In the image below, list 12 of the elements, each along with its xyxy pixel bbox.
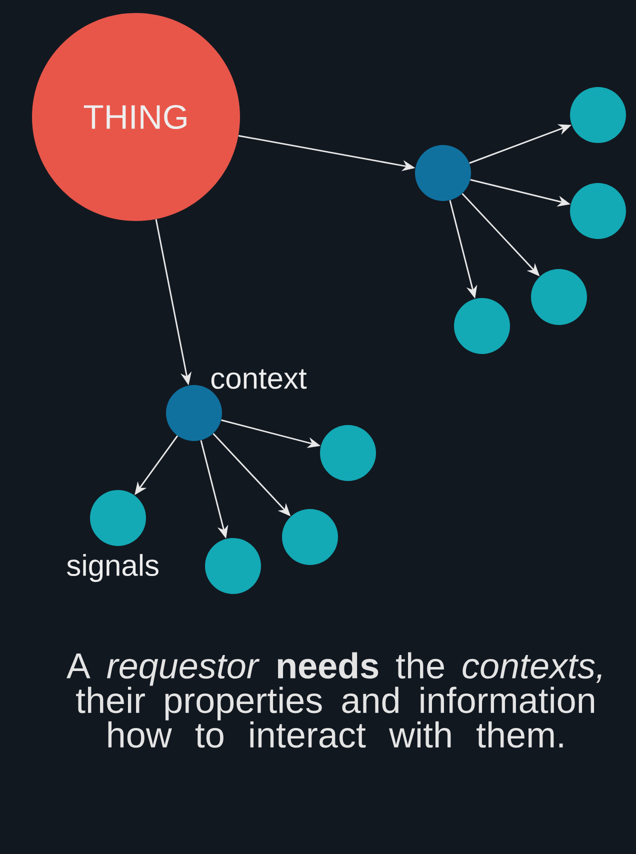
caption: A requestor needs the contexts, their properties and information how to interact with them. [66, 652, 602, 748]
circle-node [90, 490, 146, 546]
node-label: context [211, 369, 307, 389]
circle-node [454, 298, 510, 354]
circle-node [531, 269, 587, 325]
circle-node [415, 145, 471, 201]
node-label: signals [67, 554, 158, 582]
circle-node [570, 87, 626, 143]
circle-node [282, 509, 338, 565]
circle-node [570, 183, 626, 239]
circle-node [205, 538, 261, 594]
circle-node [320, 425, 376, 481]
